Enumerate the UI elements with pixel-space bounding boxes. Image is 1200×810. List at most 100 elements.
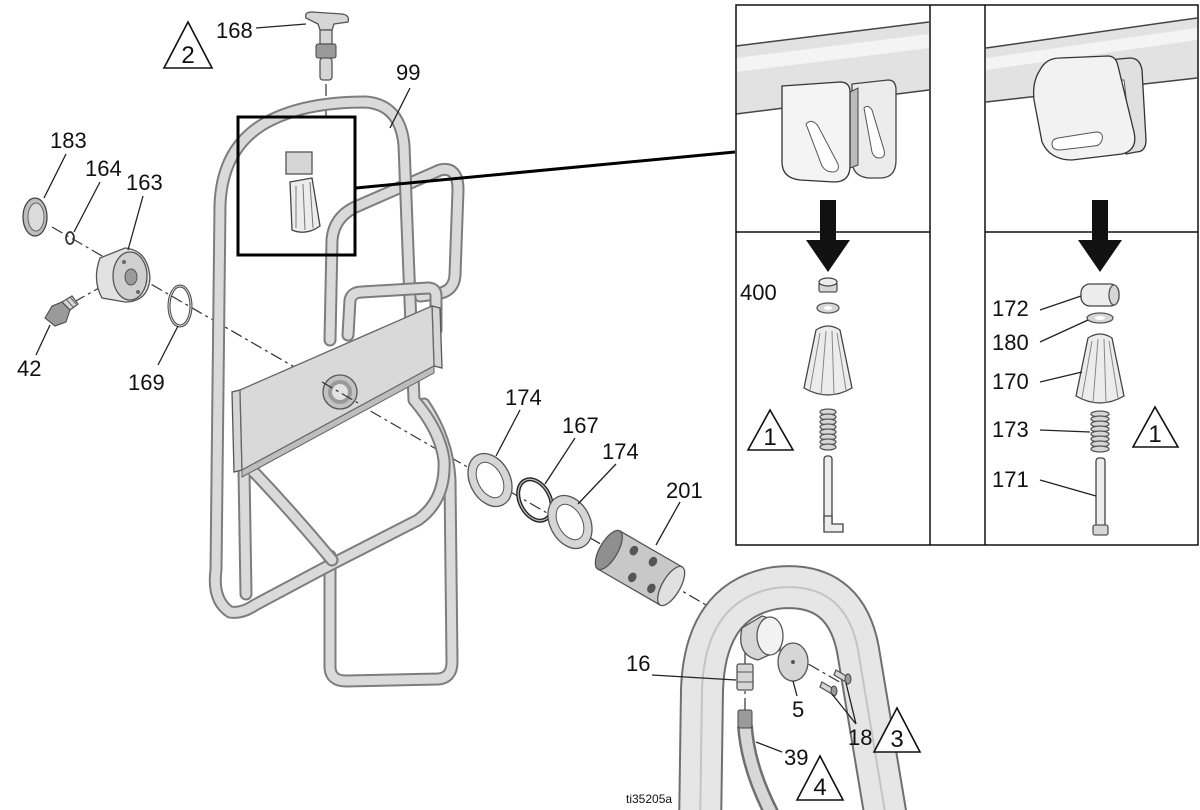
warning-triangle-icon bbox=[1131, 405, 1180, 448]
sleeve-end-left bbox=[594, 529, 623, 571]
lower-handle-assembly bbox=[700, 587, 888, 810]
part-label-169: 169 bbox=[128, 370, 165, 395]
part-183-cap bbox=[22, 197, 48, 237]
note-callout-4: 4 bbox=[795, 754, 845, 801]
leader-164 bbox=[73, 181, 101, 233]
inset-panel-dividers bbox=[929, 5, 986, 545]
note-number: 1 bbox=[1148, 421, 1161, 448]
knob-hole bbox=[136, 290, 140, 294]
plate-hole-centerline bbox=[321, 381, 359, 404]
part-170-cone bbox=[1075, 333, 1125, 404]
inset-left-rail-highlight bbox=[736, 34, 929, 72]
inset-right-leaders bbox=[1039, 295, 1097, 497]
part-label-168: 168 bbox=[216, 18, 253, 43]
knob-hub bbox=[124, 268, 138, 286]
leader-172 bbox=[1039, 295, 1082, 311]
sleeve-hole bbox=[647, 583, 656, 594]
hanger-slot-front bbox=[805, 120, 839, 173]
hanger-slot-rear bbox=[863, 105, 885, 159]
spring-coil bbox=[819, 443, 837, 451]
part-label-163: 163 bbox=[126, 170, 163, 195]
part-16-fitting bbox=[736, 663, 754, 691]
part-201-sleeve bbox=[594, 529, 686, 607]
fitting-thread-lines bbox=[65, 296, 77, 308]
part-label-5: 5 bbox=[792, 697, 804, 722]
ring-highlight bbox=[168, 285, 192, 327]
leader-173 bbox=[1039, 429, 1091, 433]
part-180-washer-hole bbox=[1095, 316, 1105, 320]
note-callout-2: 2 bbox=[162, 20, 214, 69]
part-label-180: 180 bbox=[992, 330, 1029, 355]
inset-frame bbox=[735, 4, 1199, 546]
part-labels: 168 99 183 164 163 42 169 174 167 174 20… bbox=[17, 18, 872, 806]
hose-fitting bbox=[737, 709, 753, 729]
pin-stem bbox=[319, 29, 333, 45]
part-172-nut-end bbox=[1108, 284, 1120, 306]
part-label-174-a: 174 bbox=[505, 385, 542, 410]
hose bbox=[739, 725, 776, 810]
part-label-173: 173 bbox=[992, 417, 1029, 442]
pin-shaft bbox=[319, 57, 333, 81]
note-callout-3: 3 bbox=[872, 706, 922, 753]
zoom-cone-ribs bbox=[295, 181, 314, 231]
note-number: 2 bbox=[181, 42, 194, 69]
warning-triangle-icon bbox=[872, 706, 922, 753]
leader-170 bbox=[1039, 371, 1083, 383]
part-174-washer bbox=[467, 452, 513, 508]
part-167-ring bbox=[516, 477, 554, 523]
sleeve-hole bbox=[629, 545, 639, 556]
plate-hole-bore bbox=[332, 384, 348, 400]
zoom-detail bbox=[236, 115, 736, 257]
sleeve-hole bbox=[627, 572, 637, 583]
kit-cone-ribs bbox=[809, 330, 847, 396]
leader-16 bbox=[651, 674, 737, 681]
frame-rear-loop-inner bbox=[330, 404, 452, 681]
part-label-183: 183 bbox=[50, 128, 87, 153]
note-number: 3 bbox=[890, 726, 903, 753]
frame-rear-loop bbox=[330, 404, 452, 681]
leader-168 bbox=[255, 23, 307, 29]
inset-border bbox=[735, 4, 1199, 546]
part-label-172: 172 bbox=[992, 296, 1029, 321]
leader-18 bbox=[831, 682, 857, 725]
part-39-hose bbox=[737, 709, 779, 810]
part-171-pin-head bbox=[1092, 524, 1109, 536]
part-5-disc bbox=[777, 642, 809, 682]
washer-hole bbox=[475, 461, 505, 499]
note-callout-1-right: 1 bbox=[1131, 405, 1180, 448]
part-label-400: 400 bbox=[740, 280, 777, 305]
leader-42 bbox=[35, 324, 51, 356]
part-174-washer bbox=[547, 494, 593, 550]
arrow-down-icon bbox=[1078, 200, 1122, 272]
part-label-167: 167 bbox=[562, 413, 599, 438]
part-173-spring bbox=[1090, 410, 1110, 453]
kit-cone bbox=[803, 325, 853, 396]
zoom-box bbox=[236, 115, 357, 257]
leader-5 bbox=[792, 680, 798, 697]
handle-cup-opening bbox=[756, 616, 784, 656]
kit-pin-foot bbox=[823, 515, 844, 533]
pin-handle bbox=[304, 11, 350, 31]
leader-lines bbox=[35, 23, 857, 753]
part-label-170: 170 bbox=[992, 369, 1029, 394]
spring-coil bbox=[1090, 445, 1110, 453]
cap-face bbox=[27, 202, 45, 232]
leader-167 bbox=[544, 437, 576, 485]
part-42-fitting bbox=[44, 295, 79, 327]
inset-right-rail-highlight bbox=[986, 28, 1197, 70]
inset-right-hanger-scene bbox=[985, 17, 1198, 161]
leader-169 bbox=[157, 325, 179, 366]
mounting-plate bbox=[231, 305, 443, 478]
part-label-171: 171 bbox=[992, 467, 1029, 492]
fitting-body bbox=[736, 663, 754, 691]
disc-hole bbox=[791, 660, 795, 664]
screw-head bbox=[844, 673, 852, 685]
fitting-bands bbox=[737, 671, 753, 683]
detail-inset: 400 1 bbox=[735, 4, 1199, 546]
hanger-prong-front bbox=[1032, 55, 1136, 161]
inset-right-parts bbox=[1075, 283, 1125, 536]
arrow-down-icon bbox=[806, 200, 850, 272]
part-label-201: 201 bbox=[666, 478, 703, 503]
zoom-bracket bbox=[285, 151, 313, 175]
note-number: 4 bbox=[813, 774, 826, 801]
